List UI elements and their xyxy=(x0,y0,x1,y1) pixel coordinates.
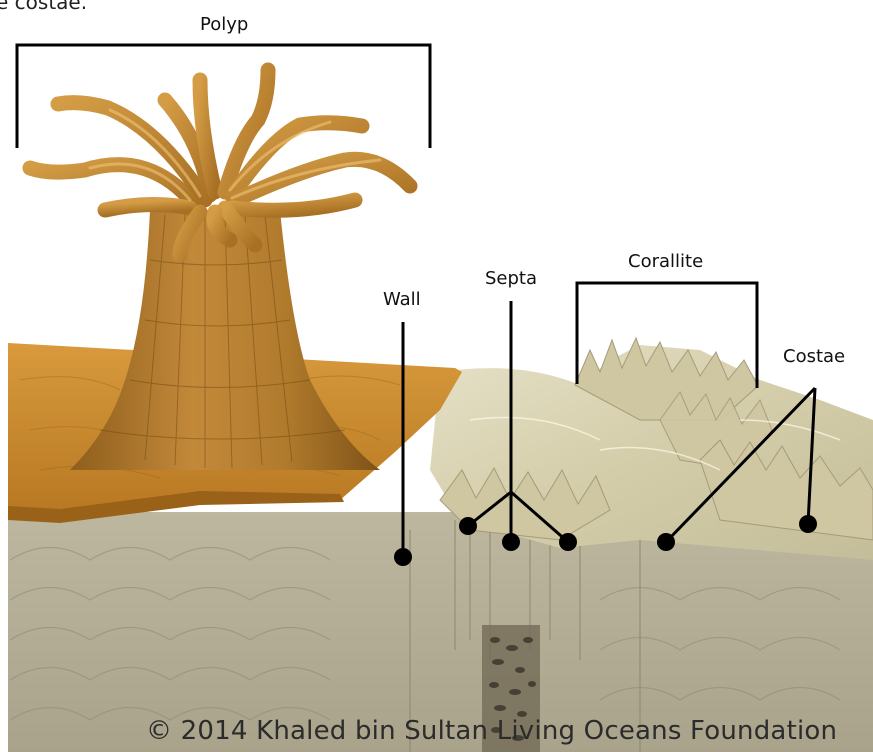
polyp-tentacles xyxy=(30,70,410,255)
septa-dot-right xyxy=(559,533,577,551)
wall-label: Wall xyxy=(383,289,421,310)
septa-dot-center xyxy=(502,533,520,551)
copyright-notice: © 2014 Khaled bin Sultan Living Oceans F… xyxy=(146,716,837,746)
polyp-label: Polyp xyxy=(200,14,248,35)
corallite-label: Corallite xyxy=(628,251,703,272)
septa-dot-left xyxy=(459,517,477,535)
costae-dot-left xyxy=(657,533,675,551)
wall-dot xyxy=(394,548,412,566)
septa-label: Septa xyxy=(485,268,537,289)
costae-dot-right xyxy=(799,515,817,533)
polyp-stalk xyxy=(70,210,380,470)
costae-label: Costae xyxy=(783,346,845,367)
